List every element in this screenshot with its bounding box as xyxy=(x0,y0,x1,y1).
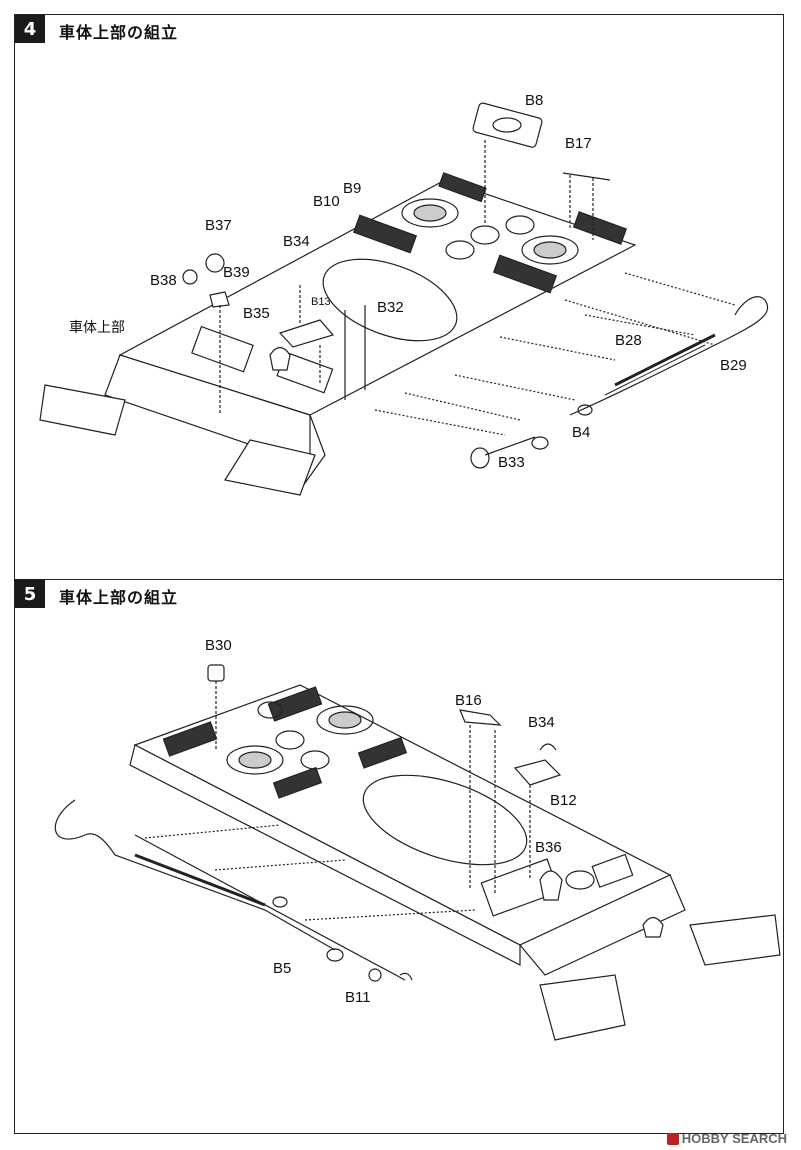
label-b33: B33 xyxy=(498,454,525,471)
step-5-panel: 5 車体上部の組立 xyxy=(14,579,784,1134)
label-b16: B16 xyxy=(455,692,482,709)
step-number-badge: 4 xyxy=(15,15,45,43)
label-b10: B10 xyxy=(313,193,340,210)
hobby-search-logo-icon xyxy=(666,1132,679,1145)
label-b17: B17 xyxy=(565,135,592,152)
label-b38: B38 xyxy=(150,272,177,289)
label-b5: B5 xyxy=(273,960,291,977)
upper-hull-diagram-step4: B8 B17 B9 B10 B37 B34 B38 B39 B13 B32 B3… xyxy=(39,92,769,496)
fender-right xyxy=(224,439,316,496)
hull-side-face xyxy=(129,744,521,966)
label-b12: B12 xyxy=(550,792,577,809)
label-b28: B28 xyxy=(615,332,642,349)
label-b34: B34 xyxy=(528,714,555,731)
label-b37: B37 xyxy=(205,217,232,234)
watermark-text: HOBBY SEARCH xyxy=(681,1131,787,1146)
label-b9: B9 xyxy=(343,180,361,197)
fender-left xyxy=(539,974,626,1041)
step-number-badge: 5 xyxy=(15,580,45,608)
label-b32: B32 xyxy=(377,299,404,316)
label-b11: B11 xyxy=(345,989,371,1006)
label-b4: B4 xyxy=(572,424,590,441)
fender-left xyxy=(39,384,126,436)
hull-rear-face xyxy=(519,874,686,976)
label-b36: B36 xyxy=(535,839,562,856)
upper-hull-diagram-step5: B30 B16 B34 B12 B36 B5 B11 xyxy=(54,637,781,1041)
watermark: HOBBY SEARCH xyxy=(666,1131,787,1146)
step-title: 車体上部の組立 xyxy=(59,588,179,607)
label-b39: B39 xyxy=(223,264,250,281)
step-title: 車体上部の組立 xyxy=(59,23,179,42)
label-b8: B8 xyxy=(525,92,543,109)
label-b35: B35 xyxy=(243,305,270,322)
label-upper-hull: 車体上部 xyxy=(69,319,125,336)
label-b34: B34 xyxy=(283,233,310,250)
hull-top-plate xyxy=(133,684,672,946)
label-b13: B13 xyxy=(311,296,331,308)
fender-right xyxy=(689,914,781,966)
step-4-panel: 4 車体上部の組立 xyxy=(14,14,784,580)
label-b29: B29 xyxy=(720,357,747,374)
label-b30: B30 xyxy=(205,637,232,654)
